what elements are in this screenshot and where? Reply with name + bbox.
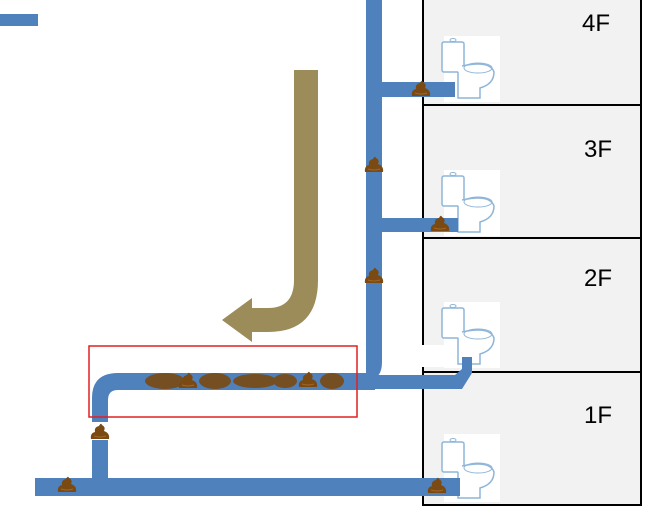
clog-highlight-box [88,345,358,418]
waste-icon [90,423,110,440]
bottom-drain-pipe [35,478,460,496]
vertical-stack-pipe [366,0,382,362]
floor-label-4f: 4F [582,10,611,37]
lower-vertical-pipe [92,440,108,482]
floor-label-1f: 1F [584,402,613,429]
flow-direction-arrow [222,70,318,342]
floor-label-3f: 3F [584,136,613,163]
clog-waste [145,373,344,389]
drain-pipes [0,0,472,496]
pipe-stub [0,14,38,26]
branch-pipe-2f [360,357,472,389]
floor-label-2f: 2F [584,265,613,292]
